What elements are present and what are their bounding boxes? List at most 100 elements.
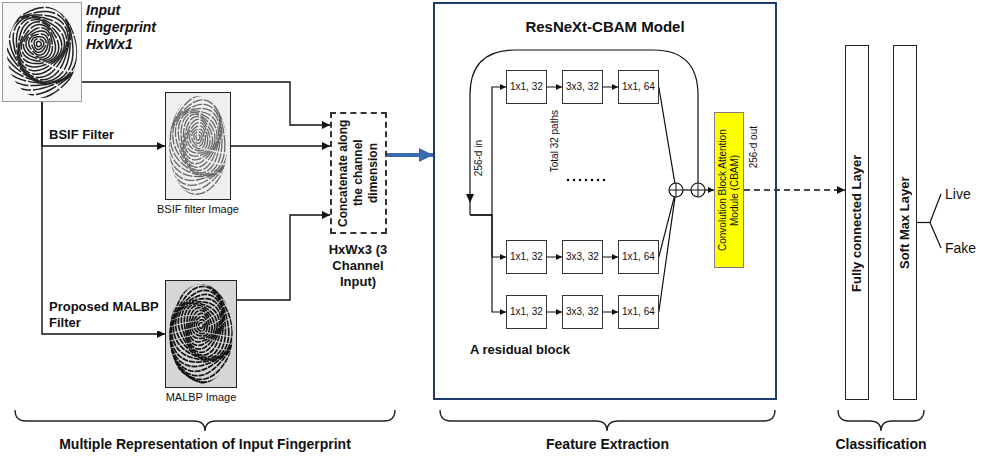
ridge-line [2,2,82,95]
ridge-line [6,12,69,80]
connector [387,153,433,157]
block-wires [466,50,941,312]
edge-label: Proposed MALBP Filter [47,299,161,331]
image-frame [166,281,237,388]
connector [603,87,618,88]
layer-box: Soft Max Layer [893,45,917,400]
conv-box: 1x1, 64 [618,295,659,329]
arrow-head [466,194,474,203]
node-text: 1x1, 64 [622,81,655,93]
connector [547,87,562,88]
node-text: 3x3, 32 [566,306,599,318]
node-text: Concatenate along the channel dimension [336,118,381,228]
ridge-line [2,2,81,86]
text-label: 256-d in [473,140,485,176]
node-text: Fully connected Layer [849,53,865,393]
node-text: Soft Max Layer [897,53,913,393]
ellipsis-dot [573,179,576,182]
ridge-line [9,15,68,77]
ridge-line [2,2,77,83]
node-text: 3x3, 32 [566,251,599,263]
text-label: 256-d out [748,126,760,168]
image-caption: MALBP Image [141,391,261,404]
text-label: HxWx3 (3 Channel Input) [318,242,398,290]
connectors [42,82,845,334]
ridge-line [13,16,66,74]
conv-box: 1x1, 64 [618,240,659,274]
node-text: 1x1, 32 [510,251,543,263]
ridge-line [2,3,73,82]
node-text: 1x1, 64 [622,251,655,263]
ridge-line [165,280,237,383]
connector [603,312,618,313]
ridge-line [165,280,237,382]
branch-wire [470,215,506,312]
connector [603,257,618,258]
sum-wire [683,189,691,190]
fingerprint-picture [2,2,82,102]
fingerprint-image: BSIF filter Image [165,92,231,200]
merge-wire [659,87,675,183]
edge-label: BSIF Filter [47,127,116,143]
ridge-line [188,123,208,151]
connector [744,189,845,190]
ridge-line [167,92,231,180]
ridge-line [192,129,204,146]
ridge-line [165,92,231,197]
ellipsis-dot [567,179,570,182]
brace [440,410,775,431]
ridge-line [165,92,231,194]
ellipsis-dot [579,179,582,182]
brace [838,410,924,431]
sum-symbol [691,183,705,197]
output-wire [930,194,941,223]
ridge-line [192,313,210,336]
text-label: Multiple Representation of Input Fingerp… [10,436,400,453]
text-label: Fake [945,240,976,256]
fingerprint-image: MALBP Image [165,280,237,388]
connector [237,215,330,300]
ellipsis-dot [591,179,594,182]
ridge-line [173,290,225,359]
text-label: Classification [826,436,936,453]
sum-symbol [669,183,683,197]
ridge-line [165,280,237,379]
conv-box: 1x1, 32 [506,240,547,274]
ridge-line [169,96,225,176]
sum-symbol [691,183,705,197]
fingerprint-image: Input fingerprint HxWx1 [2,2,82,102]
ridge-line [196,135,200,141]
ridge-line [170,100,222,174]
conv-box: 3x3, 32 [562,70,603,104]
conv-box: 3x3, 32 [562,295,603,329]
output-wire [917,222,930,223]
concat-box: Concatenate along the channel dimension [330,112,387,234]
sum-symbol [669,183,683,197]
fingerprint-picture [165,280,237,388]
ridge-line [16,18,64,71]
fingerprint-picture [165,92,231,200]
cbam-box: Convolution Block Attention Module (CBAM… [714,112,744,268]
ridge-line [165,92,231,190]
node-text: Convolution Block Attention Module (CBAM… [717,115,741,265]
conv-box: 1x1, 32 [506,70,547,104]
connector [547,312,562,313]
ridge-line [194,132,202,143]
ridge-line [37,41,42,46]
ridge-line [21,25,55,62]
node-text: Input fingerprint HxWx1 [86,2,172,53]
ridge-line [168,92,229,176]
ridge-line [199,323,203,329]
image-frame [3,3,82,102]
brace [15,410,395,431]
text-label: Feature Extraction [440,436,775,453]
branch-wire [470,215,506,257]
ridge-line [2,2,82,99]
ridge-line [190,126,206,149]
connector [42,102,165,146]
ridge-line [196,320,205,331]
